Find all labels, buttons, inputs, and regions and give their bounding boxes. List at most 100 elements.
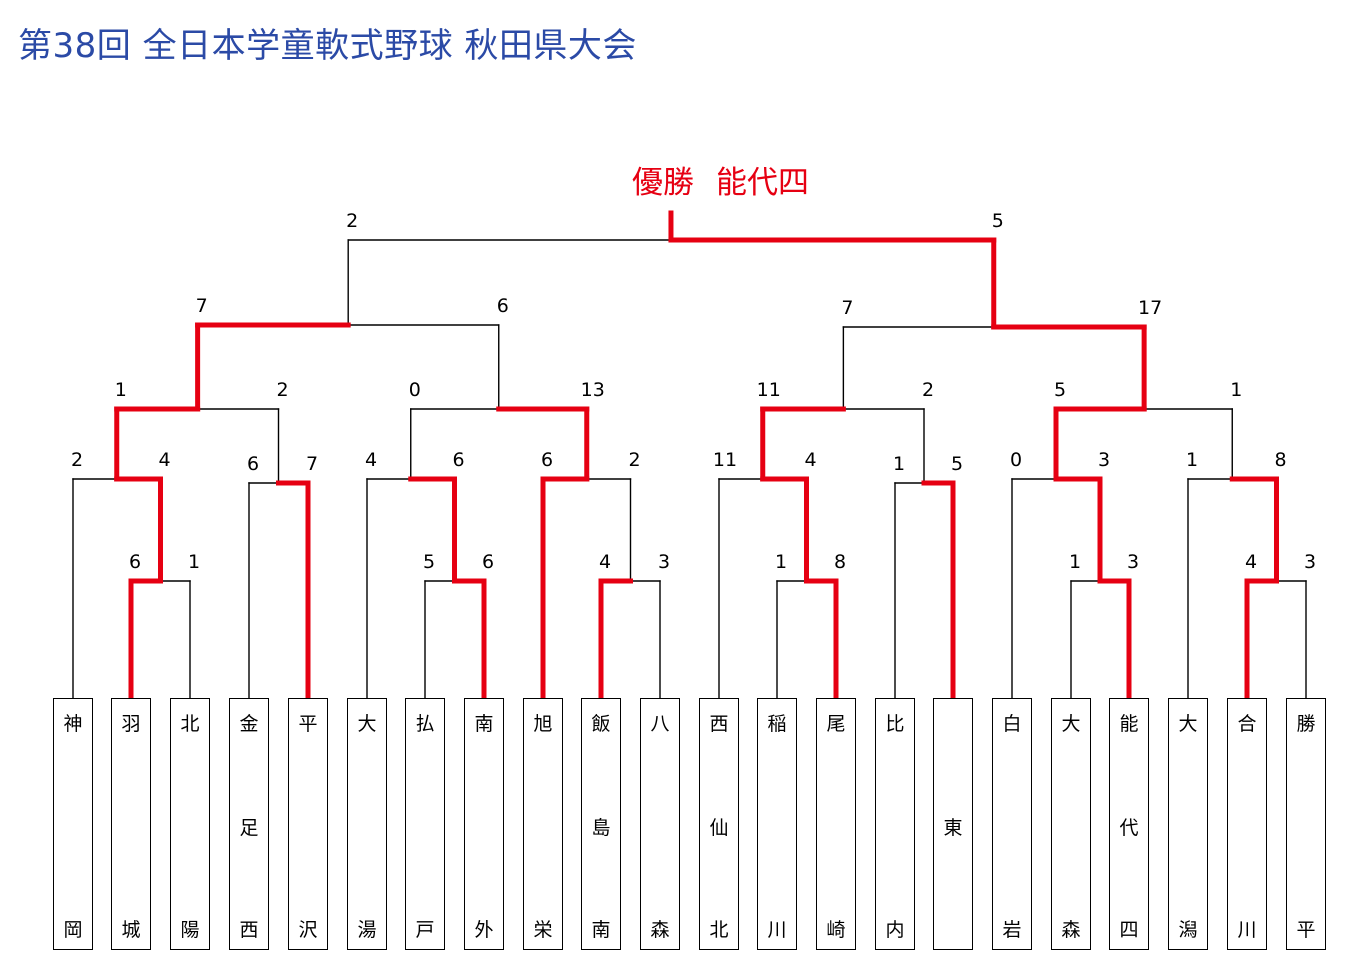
match-score: 2 bbox=[70, 449, 84, 471]
match-score: 1 bbox=[774, 551, 788, 573]
match-score: 8 bbox=[833, 551, 847, 573]
team-name-char: 東 bbox=[943, 817, 963, 839]
match-score: 4 bbox=[1244, 551, 1258, 573]
match-score: 2 bbox=[921, 379, 935, 401]
match-score: 5 bbox=[422, 551, 436, 573]
team-name-char: 内 bbox=[885, 919, 905, 941]
team-name-char: 川 bbox=[1237, 919, 1257, 941]
match-score: 4 bbox=[598, 551, 612, 573]
team-box: 合川 bbox=[1227, 698, 1267, 950]
team-name-char: 足 bbox=[239, 817, 259, 839]
team-name-char: 森 bbox=[650, 919, 670, 941]
match-score: 6 bbox=[481, 551, 495, 573]
team-box: 稲川 bbox=[757, 698, 797, 950]
team-box: 金足西 bbox=[229, 698, 269, 950]
team-name-char: 北 bbox=[180, 713, 200, 735]
team-box: 北陽 bbox=[170, 698, 210, 950]
team-name-char: 川 bbox=[767, 919, 787, 941]
match-score: 7 bbox=[195, 295, 208, 317]
team-box: 大潟 bbox=[1168, 698, 1208, 950]
match-score: 6 bbox=[452, 449, 465, 471]
champion-banner: 優勝能代四 bbox=[632, 157, 809, 202]
match-score: 1 bbox=[1230, 379, 1243, 401]
match-score: 2 bbox=[276, 379, 289, 401]
match-score: 0 bbox=[408, 379, 421, 401]
page-title: 第38回 全日本学童軟式野球 秋田県大会 bbox=[18, 26, 637, 66]
team-name-char: 仙 bbox=[709, 817, 729, 839]
team-name-char: 平 bbox=[298, 713, 318, 735]
team-name-char: 森 bbox=[1061, 919, 1081, 941]
match-score: 6 bbox=[128, 551, 142, 573]
match-score: 7 bbox=[841, 297, 854, 319]
team-name-char: 外 bbox=[474, 919, 494, 941]
match-score: 1 bbox=[114, 379, 127, 401]
team-name-char: 戸 bbox=[415, 919, 435, 941]
team-box: 東 bbox=[933, 698, 973, 950]
team-name-char: 城 bbox=[121, 919, 141, 941]
team-name-char: 島 bbox=[591, 817, 611, 839]
team-name-char: 八 bbox=[650, 713, 670, 735]
team-name-char: 旭 bbox=[533, 713, 553, 735]
team-name-char: 潟 bbox=[1178, 919, 1198, 941]
team-box: 西仙北 bbox=[699, 698, 739, 950]
match-score: 3 bbox=[1097, 449, 1111, 471]
team-box: 能代四 bbox=[1109, 698, 1149, 950]
team-name-char: 沢 bbox=[298, 919, 318, 941]
team-box: 飯島南 bbox=[581, 698, 621, 950]
team-name-char: 西 bbox=[709, 713, 729, 735]
match-score: 13 bbox=[580, 379, 605, 401]
team-name-char: 崎 bbox=[826, 919, 846, 941]
team-box: 南外 bbox=[464, 698, 504, 950]
match-score: 6 bbox=[246, 453, 260, 475]
team-box: 神岡 bbox=[53, 698, 93, 950]
team-name-char: 尾 bbox=[826, 713, 846, 735]
team-name-char: 神 bbox=[63, 713, 83, 735]
team-name-char: 北 bbox=[709, 919, 729, 941]
match-score: 5 bbox=[1053, 379, 1067, 401]
match-score: 5 bbox=[950, 453, 964, 475]
match-score: 1 bbox=[1185, 449, 1199, 471]
match-score: 11 bbox=[756, 379, 781, 401]
team-name-char: 大 bbox=[1061, 713, 1081, 735]
team-name-char: 飯 bbox=[591, 713, 611, 735]
team-name-char: 西 bbox=[239, 919, 259, 941]
match-score: 3 bbox=[1126, 551, 1140, 573]
team-name-char: 比 bbox=[885, 713, 905, 735]
match-score: 7 bbox=[305, 453, 319, 475]
team-box: 払戸 bbox=[405, 698, 445, 950]
team-box: 尾崎 bbox=[816, 698, 856, 950]
match-score: 3 bbox=[657, 551, 671, 573]
match-score: 2 bbox=[346, 210, 359, 232]
match-score: 2 bbox=[628, 449, 641, 471]
champion-label: 優勝 bbox=[632, 165, 694, 201]
team-name-char: 勝 bbox=[1296, 713, 1316, 735]
team-name-char: 大 bbox=[357, 713, 377, 735]
team-name-char: 栄 bbox=[533, 919, 553, 941]
team-box: 八森 bbox=[640, 698, 680, 950]
match-score: 6 bbox=[540, 449, 554, 471]
match-score: 11 bbox=[712, 449, 738, 471]
match-score: 4 bbox=[158, 449, 171, 471]
team-name-char: 岡 bbox=[63, 919, 83, 941]
team-name-char: 陽 bbox=[180, 919, 200, 941]
team-name-char: 南 bbox=[474, 713, 494, 735]
match-score: 1 bbox=[1068, 551, 1082, 573]
team-name-char: 稲 bbox=[767, 713, 787, 735]
team-name-char: 大 bbox=[1178, 713, 1198, 735]
match-score: 4 bbox=[364, 449, 378, 471]
match-score: 8 bbox=[1274, 449, 1287, 471]
team-name-char: 南 bbox=[591, 919, 611, 941]
team-name-char: 湯 bbox=[357, 919, 377, 941]
team-name-char: 四 bbox=[1119, 919, 1139, 941]
team-box: 大湯 bbox=[347, 698, 387, 950]
team-name-char: 払 bbox=[415, 713, 435, 735]
team-name-char: 岩 bbox=[1002, 919, 1022, 941]
team-name-char: 代 bbox=[1119, 817, 1139, 839]
match-score: 6 bbox=[496, 295, 509, 317]
champion-team: 能代四 bbox=[716, 165, 809, 201]
match-score: 4 bbox=[804, 449, 817, 471]
team-box: 羽城 bbox=[111, 698, 151, 950]
team-name-char: 白 bbox=[1002, 713, 1022, 735]
team-name-char: 平 bbox=[1296, 919, 1316, 941]
match-score: 3 bbox=[1303, 551, 1317, 573]
